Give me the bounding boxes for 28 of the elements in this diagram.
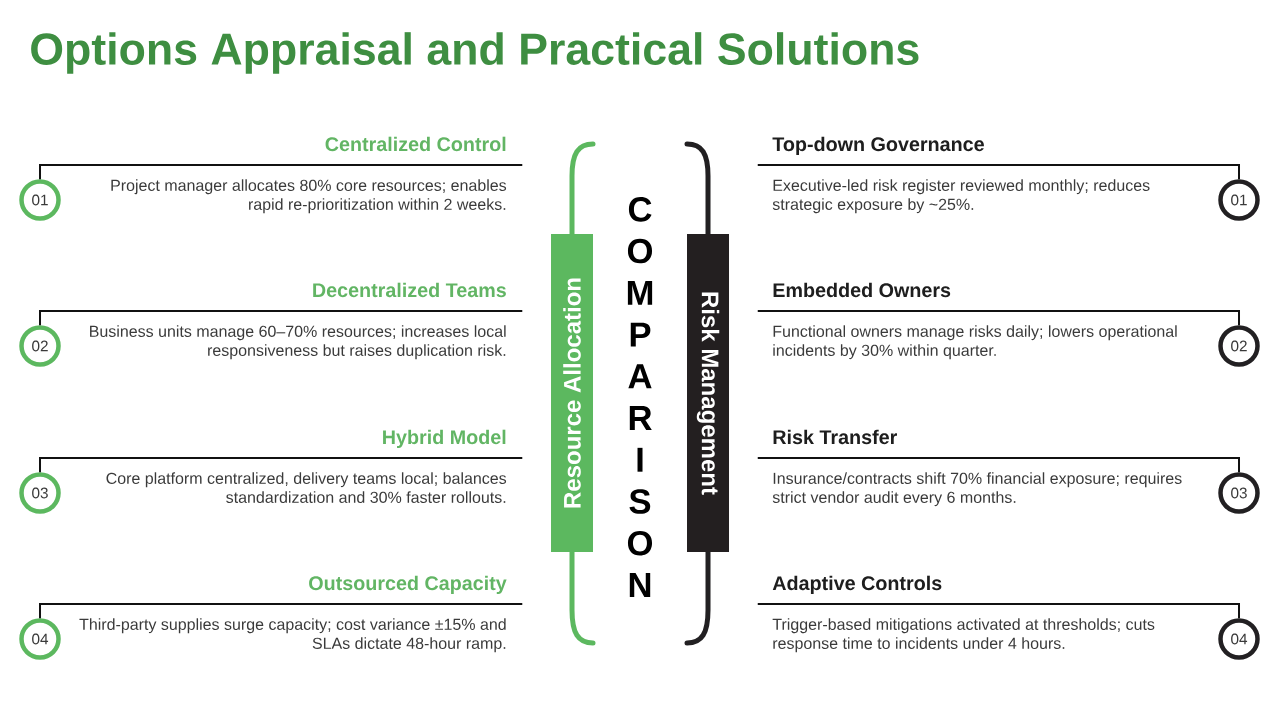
connector-line [39,310,524,327]
description-text: Project manager allocates 80% core resources; enables rapid re-prioritization within 2 weeks. [111,179,507,214]
connector-line [39,603,524,620]
description-text: Executive-led risk register reviewed monthly; reduces strategic exposure by ~25%. [772,179,1150,214]
description-text: Business units manage 60–70% resources; increases local responsiveness but raises duplication risk. [90,325,506,360]
heading-text: Hybrid Model [383,429,506,449]
heading-text: Top-down Governance [772,136,984,156]
vertical-banner: Risk Management [687,234,729,552]
heading-text: Risk Transfer [773,429,897,445]
heading-text: Adaptive Controls [772,575,942,595]
connector-line [39,164,524,181]
vertical-banner: Resource Allocation [551,234,593,552]
description-text: Core platform centralized, delivery teams local; balances standardization and 30% faster rollouts. [106,472,507,503]
connector-line [756,164,1240,181]
heading-text: Outsourced Capacity [309,575,507,595]
connector-line [756,603,1240,620]
connector-line [756,457,1240,474]
title-text: Options Appraisal and Practical Solutions [31,32,919,74]
description-text: Trigger-based mitigations activated at thresholds; cuts response time to incidents under 4 hours. [772,618,1155,653]
description-text: Insurance/contracts shift 70% financial exposure; requires strict vendor audit every 6 months. [772,472,1182,507]
heading-text: Decentralized Teams [313,282,506,298]
heading-text: Centralized Control [325,136,506,152]
connector-line [39,457,524,474]
description-text: Third-party supplies surge capacity; cost variance ±15% and SLAs dictate 48-hour ramp. [79,618,506,653]
connector-line [756,310,1240,327]
vertical-text: COMPARISON [627,197,653,597]
description-text: Functional owners manage risks daily; lowers operational incidents by 30% within quarter. [773,325,1177,360]
heading-text: Embedded Owners [773,282,951,298]
